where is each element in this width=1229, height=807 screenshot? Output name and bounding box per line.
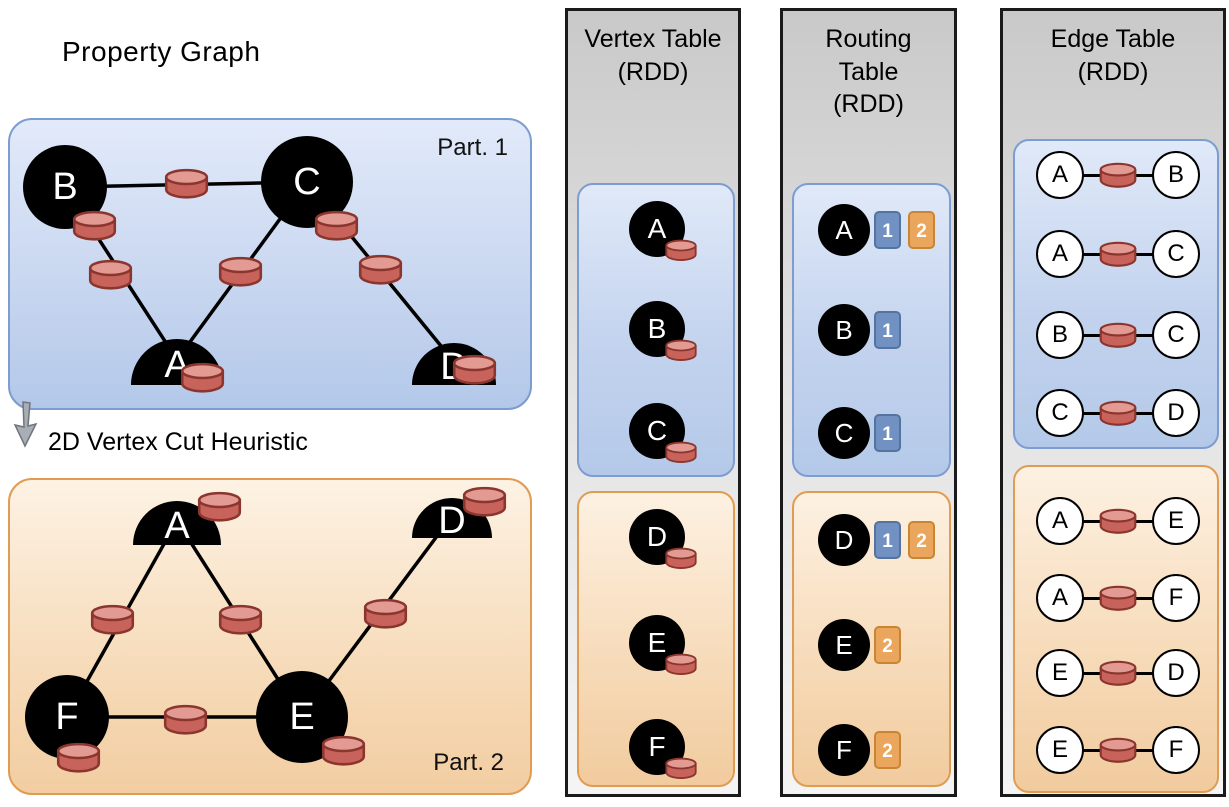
routing-badge-E-2: 2 bbox=[874, 626, 901, 664]
property-cylinder-icon bbox=[217, 256, 264, 288]
edge-endpoint-C: C bbox=[1152, 311, 1200, 359]
edge-endpoint-E: E bbox=[1036, 649, 1084, 697]
routing-badge-D-2: 2 bbox=[908, 521, 935, 559]
partition-1-label: Part. 1 bbox=[437, 134, 508, 161]
edge-endpoint-E: E bbox=[1036, 726, 1084, 774]
property-cylinder-icon bbox=[163, 168, 210, 200]
partition-1: Part. 1 BCAD bbox=[8, 118, 532, 410]
edge-endpoint-F: F bbox=[1152, 574, 1200, 622]
property-cylinder-icon bbox=[55, 742, 102, 774]
routing-entry-F: F bbox=[818, 724, 870, 776]
property-cylinder-icon bbox=[1098, 585, 1138, 612]
routing-entry-E: E bbox=[818, 619, 870, 671]
heuristic-arrow-icon bbox=[12, 400, 40, 453]
property-cylinder-icon bbox=[1098, 737, 1138, 764]
property-cylinder-icon bbox=[664, 653, 698, 676]
edge-endpoint-A: A bbox=[1036, 151, 1084, 199]
edge-endpoint-C: C bbox=[1036, 389, 1084, 437]
property-cylinder-icon bbox=[664, 339, 698, 362]
edge-table-title: Edge Table (RDD) bbox=[1050, 25, 1176, 86]
part2-vertex-E: E bbox=[256, 671, 348, 763]
edge-endpoint-B: B bbox=[1152, 151, 1200, 199]
edge-endpoint-B: B bbox=[1036, 311, 1084, 359]
property-cylinder-icon bbox=[362, 598, 409, 630]
property-cylinder-icon bbox=[87, 259, 134, 291]
edge-endpoint-E: E bbox=[1152, 497, 1200, 545]
property-cylinder-icon bbox=[664, 441, 698, 464]
property-cylinder-icon bbox=[1098, 660, 1138, 687]
edge-endpoint-A: A bbox=[1036, 230, 1084, 278]
edge-endpoint-F: F bbox=[1152, 726, 1200, 774]
routing-entry-A: A bbox=[818, 204, 870, 256]
property-cylinder-icon bbox=[1098, 400, 1138, 427]
edge-endpoint-A: A bbox=[1036, 574, 1084, 622]
property-cylinder-icon bbox=[664, 757, 698, 780]
edge-endpoint-C: C bbox=[1152, 230, 1200, 278]
edge-endpoint-D: D bbox=[1152, 389, 1200, 437]
property-cylinder-icon bbox=[179, 362, 226, 394]
property-cylinder-icon bbox=[1098, 508, 1138, 535]
edge-endpoint-A: A bbox=[1036, 497, 1084, 545]
property-cylinder-icon bbox=[217, 604, 264, 636]
routing-badge-D-1: 1 bbox=[874, 521, 901, 559]
routing-entry-C: C bbox=[818, 407, 870, 459]
property-cylinder-icon bbox=[320, 735, 367, 767]
property-cylinder-icon bbox=[664, 239, 698, 262]
edge-endpoint-D: D bbox=[1152, 649, 1200, 697]
routing-table-title: Routing Table (RDD) bbox=[825, 25, 912, 118]
property-cylinder-icon bbox=[1098, 322, 1138, 349]
vertex-table-title: Vertex Table (RDD) bbox=[584, 25, 722, 86]
property-cylinder-icon bbox=[1098, 241, 1138, 268]
property-cylinder-icon bbox=[196, 491, 243, 523]
property-cylinder-icon bbox=[71, 210, 118, 242]
property-cylinder-icon bbox=[1098, 162, 1138, 189]
property-cylinder-icon bbox=[162, 704, 209, 736]
routing-entry-B: B bbox=[818, 304, 870, 356]
routing-badge-C-1: 1 bbox=[874, 414, 901, 452]
routing-badge-A-1: 1 bbox=[874, 211, 901, 249]
routing-badge-B-1: 1 bbox=[874, 311, 901, 349]
property-cylinder-icon bbox=[89, 604, 136, 636]
routing-entry-D: D bbox=[818, 514, 870, 566]
property-cylinder-icon bbox=[451, 354, 498, 386]
routing-badge-A-2: 2 bbox=[908, 211, 935, 249]
partition-2-label: Part. 2 bbox=[433, 749, 504, 776]
property-graph-title: Property Graph bbox=[62, 36, 261, 67]
property-cylinder-icon bbox=[313, 210, 360, 242]
property-cylinder-icon bbox=[664, 547, 698, 570]
property-cylinder-icon bbox=[357, 254, 404, 286]
property-cylinder-icon bbox=[461, 486, 508, 518]
heuristic-label: 2D Vertex Cut Heuristic bbox=[48, 428, 308, 456]
routing-badge-F-2: 2 bbox=[874, 731, 901, 769]
